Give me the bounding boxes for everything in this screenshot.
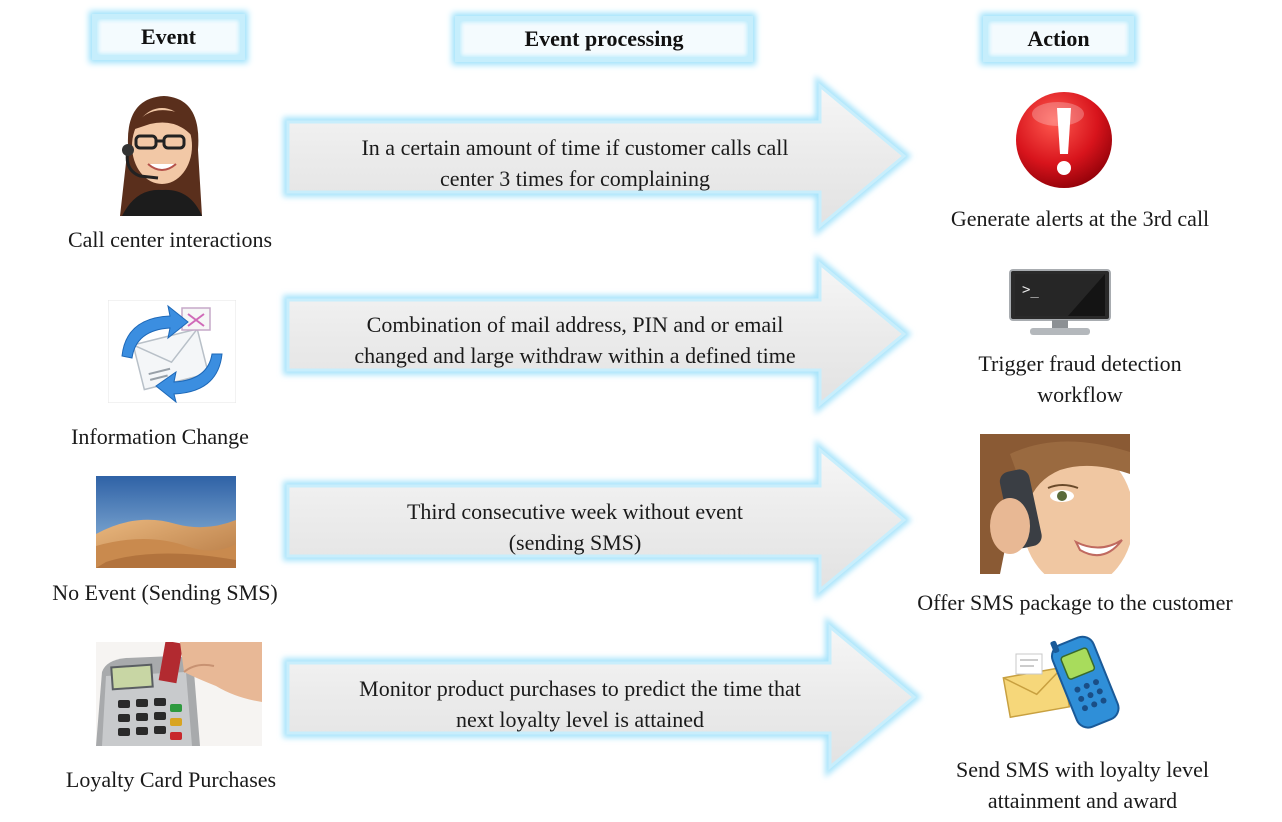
process-text-4: Monitor product purchases to predict the… (290, 673, 870, 735)
sms-phone-envelope-icon (1002, 632, 1120, 730)
action-label-woman-phone: Offer SMS package to the customer (880, 587, 1270, 618)
terminal-monitor-icon: >_ (1009, 269, 1111, 335)
event-label-loyalty-card: Loyalty Card Purchases (65, 767, 277, 792)
action-label-1-line1: Generate alerts at the 3rd call (950, 206, 1210, 231)
call-center-agent-icon (106, 90, 216, 216)
header-event-processing: Event processing (455, 16, 753, 62)
mail-sync-icon (108, 300, 236, 403)
desert-dunes-icon (96, 476, 236, 568)
svg-text:>_: >_ (1022, 282, 1039, 298)
process-text-2-line1: Combination of mail address, PIN and or … (366, 312, 784, 337)
event-label-no-event: No Event (Sending SMS) (52, 580, 278, 605)
process-text-1-line1: In a certain amount of time if customer … (361, 135, 789, 160)
card-terminal-icon (96, 642, 262, 746)
process-text-4-line2: next loyalty level is attained (455, 707, 705, 732)
event-image-call-center (106, 90, 216, 216)
action-label-4-line1: Send SMS with loyalty level (956, 757, 1209, 782)
event-label-information-change: Information Change (71, 424, 249, 449)
woman-on-phone-icon (980, 434, 1130, 574)
header-event: Event (92, 14, 245, 60)
alert-exclamation-icon (1016, 92, 1112, 188)
action-label-4-line2: attainment and award (987, 788, 1178, 813)
action-label-terminal: Trigger fraud detection workflow (900, 348, 1260, 410)
process-text-1: In a certain amount of time if customer … (290, 132, 860, 194)
event-image-no-event (96, 476, 236, 568)
action-label-sms: Send SMS with loyalty level attainment a… (900, 754, 1265, 816)
action-image-alert (1014, 90, 1114, 190)
event-image-loyalty-card (96, 642, 262, 746)
process-text-1-line2: center 3 times for complaining (439, 166, 711, 191)
action-label-2-line2: workflow (1037, 382, 1123, 407)
action-image-sms (1002, 632, 1120, 730)
process-text-3: Third consecutive week without event (se… (290, 496, 860, 558)
action-label-2-line1: Trigger fraud detection (978, 351, 1182, 376)
process-text-2: Combination of mail address, PIN and or … (290, 309, 860, 371)
action-label-3-line1: Offer SMS package to the customer (917, 590, 1233, 615)
header-action: Action (983, 16, 1134, 62)
action-image-terminal: >_ (1008, 268, 1112, 338)
process-text-3-line1: Third consecutive week without event (406, 499, 743, 524)
event-label-call-center: Call center interactions (67, 227, 273, 252)
process-text-4-line1: Monitor product purchases to predict the… (359, 676, 801, 701)
process-text-3-line2: (sending SMS) (508, 530, 642, 555)
event-image-information-change (108, 300, 236, 403)
action-image-woman-phone (980, 434, 1130, 574)
process-text-2-line2: changed and large withdraw within a defi… (354, 343, 796, 368)
action-label-alert: Generate alerts at the 3rd call (900, 203, 1260, 234)
